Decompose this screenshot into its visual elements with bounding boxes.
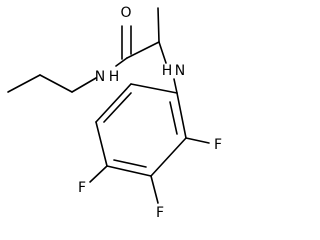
amide-hydrogen-label: H bbox=[109, 69, 120, 85]
bond-c3-c2-propyl bbox=[7, 74, 41, 93]
ring-bond-c5-c6 bbox=[95, 83, 132, 123]
amide-nitrogen-label: N bbox=[95, 69, 105, 85]
bond-c2-c1-propyl bbox=[39, 74, 73, 93]
oxygen-label: O bbox=[120, 5, 131, 21]
chemical-structure: O N H H N F F F bbox=[7, 5, 222, 221]
ring-bond-c2-c3 bbox=[150, 137, 187, 177]
ring-double-c5-c6 bbox=[103, 92, 132, 123]
ring-bond-c1-c2 bbox=[176, 92, 187, 139]
bond-c2-f bbox=[185, 137, 210, 144]
ring-bond-c3-c4 bbox=[106, 165, 152, 177]
bond-alpha-amine bbox=[158, 41, 167, 64]
structure-canvas: O N H H N F F F bbox=[7, 5, 222, 221]
bond-c3-f bbox=[150, 175, 159, 204]
ring-double-c1-c2 bbox=[169, 101, 178, 135]
bond-carbonyl-alpha bbox=[126, 41, 160, 59]
ring-bond-c6-c1 bbox=[130, 83, 178, 94]
bond-n-amide-carbonyl bbox=[115, 57, 128, 67]
ring-bond-c4-c5 bbox=[95, 121, 108, 167]
bond-c1-n-amide bbox=[71, 77, 97, 93]
fluorine-2-label: F bbox=[214, 137, 222, 153]
bond-alpha-methyl bbox=[157, 7, 160, 43]
amine-nitrogen-label: N bbox=[175, 63, 185, 79]
fluorine-3-label: F bbox=[156, 205, 164, 221]
fluorine-4-label: F bbox=[78, 180, 86, 196]
bond-c4-f bbox=[89, 165, 108, 183]
bond-amine-ring bbox=[173, 78, 178, 94]
ring-double-c3-c4 bbox=[113, 159, 147, 168]
amine-hydrogen-label: H bbox=[162, 63, 173, 79]
